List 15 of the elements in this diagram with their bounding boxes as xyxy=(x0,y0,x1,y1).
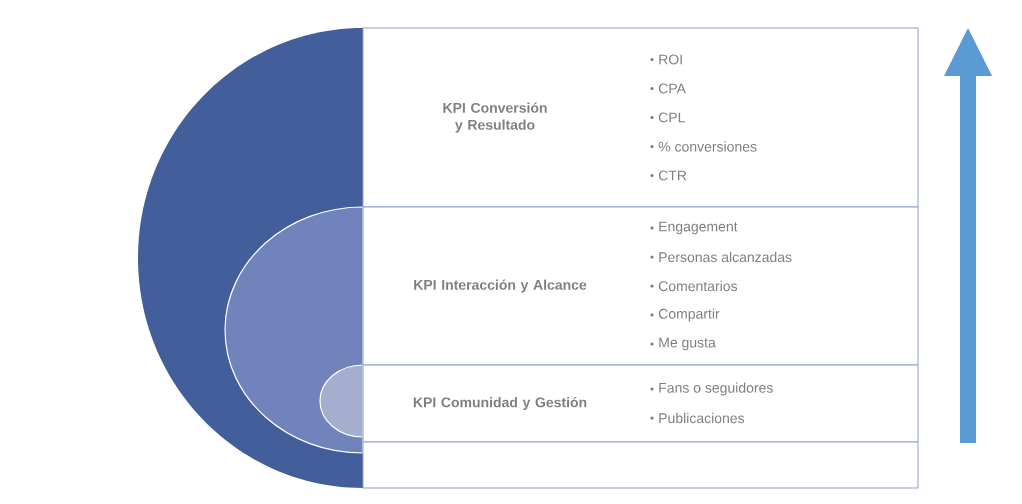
bullet-item: CPL xyxy=(650,112,685,123)
kpi-box: KPI Conversión y Resultado ROI CPA CPL % conversiones CTR xyxy=(362,27,919,208)
kpi-box: KPI Comunidad y Gestión Fans o seguidores Publicaciones xyxy=(362,364,919,443)
bullet-item: Personas alcanzadas xyxy=(650,251,792,263)
bullet-item: Me gusta xyxy=(650,337,716,351)
bullet-item: Compartir xyxy=(650,308,720,322)
bullet-item: % conversiones xyxy=(650,141,757,152)
empty-box xyxy=(362,441,919,489)
bullet-item: ROI xyxy=(650,54,682,65)
bullet-item: Fans o seguidores xyxy=(650,382,773,396)
bullet-item: CPA xyxy=(650,83,686,94)
bullet-item: CTR xyxy=(650,170,687,181)
bullet-item: Comentarios xyxy=(650,280,738,292)
bullet-item: Publicaciones xyxy=(650,412,745,424)
bullet-item: Engagement xyxy=(650,221,738,235)
